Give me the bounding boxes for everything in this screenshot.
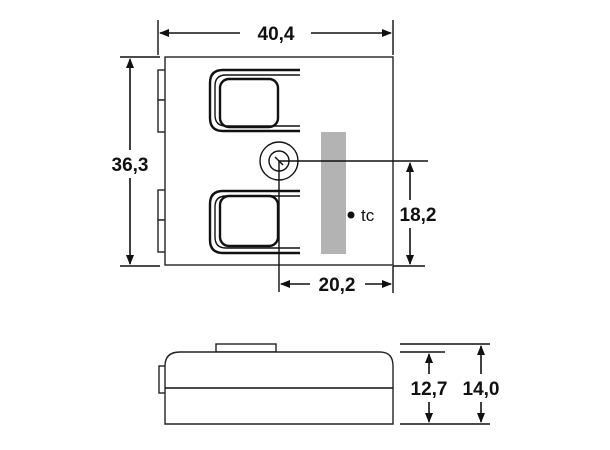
tc-label: tc (361, 206, 375, 225)
dim-width-bottom: 20,2 (280, 266, 394, 296)
dim-height-left-label: 36,3 (112, 155, 149, 176)
terminal-lower (208, 189, 300, 255)
terminal-upper (208, 68, 300, 133)
dim-height-right-label: 18,2 (400, 205, 437, 226)
dim-height-right: 18,2 (393, 162, 437, 267)
dim-height-left: 36,3 (112, 56, 160, 267)
side-top-boss (215, 343, 277, 353)
top-view: tc (157, 56, 428, 292)
tc-strip (321, 132, 346, 254)
dim-width-top-label: 40,4 (258, 24, 295, 45)
dim-side-inner-label: 12,7 (411, 379, 448, 400)
dim-width-bottom-label: 20,2 (319, 275, 356, 296)
side-view (158, 343, 394, 425)
tc-point (347, 211, 355, 219)
dim-side-outer-label: 14,0 (463, 379, 500, 400)
dim-side-heights: 12,7 14,0 (400, 343, 500, 425)
dim-width-top: 40,4 (157, 20, 394, 55)
